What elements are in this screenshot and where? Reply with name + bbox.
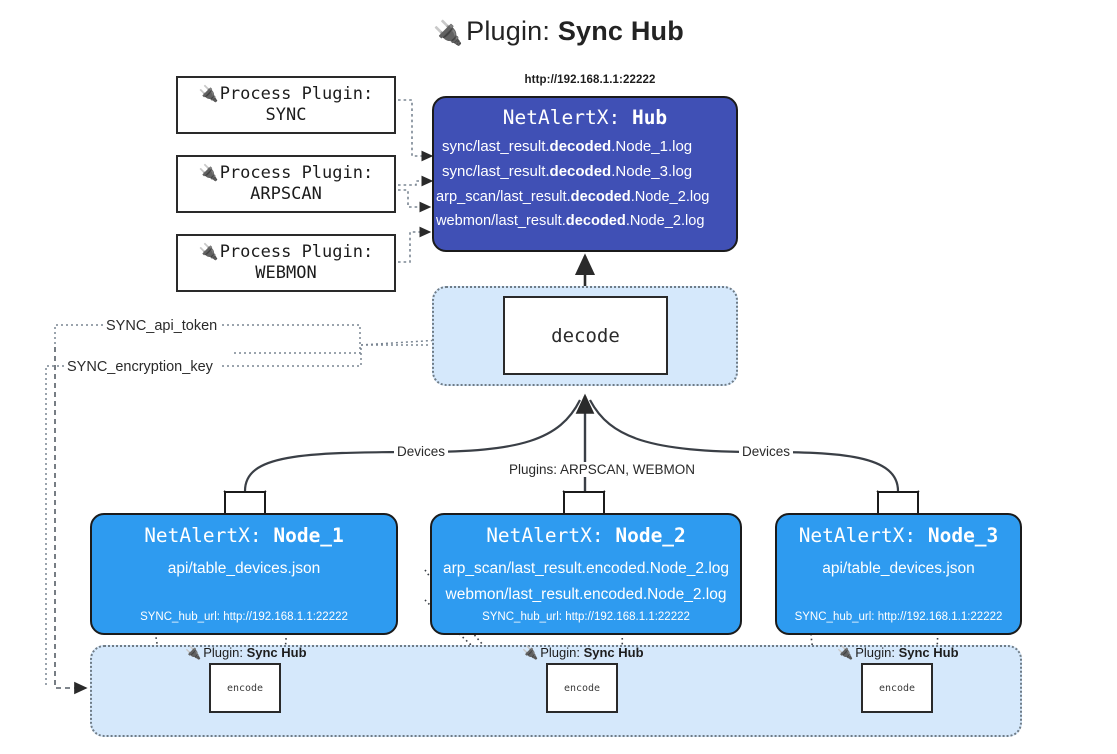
node-hub-url: SYNC_hub_url: http://192.168.1.1:22222 xyxy=(482,611,690,623)
node-line-list: api/table_devices.json xyxy=(777,557,1020,580)
bottom-plugin-label-1: 🔌Plugin: Sync Hub xyxy=(185,645,307,660)
node-line: arp_scan/last_result.encoded.Node_2.log xyxy=(442,560,730,577)
hub-url-label: http://192.168.1.1:22222 xyxy=(524,74,656,86)
hub-log-line: sync/last_result.decoded.Node_3.log xyxy=(442,163,693,181)
hub-log-list: sync/last_result.decoded.Node_1.log sync… xyxy=(434,135,736,233)
node-line: webmon/last_result.encoded.Node_2.log xyxy=(445,586,727,604)
node-hub-url: SYNC_hub_url: http://192.168.1.1:22222 xyxy=(140,611,348,623)
hub-title-name: Hub xyxy=(631,106,668,129)
plug-icon: 🔌 xyxy=(522,645,539,660)
node-line-list: api/table_devices.json xyxy=(92,557,396,580)
encode-box-1[interactable]: encode xyxy=(209,663,281,713)
node-line: api/table_devices.json xyxy=(167,560,321,577)
edge-label-plugins: Plugins: ARPSCAN, WEBMON xyxy=(506,462,699,477)
node-hub-url: SYNC_hub_url: http://192.168.1.1:22222 xyxy=(794,611,1003,623)
node-title-name: Node_3 xyxy=(927,524,999,547)
setting-api-token-label: SYNC_api_token xyxy=(103,318,221,334)
plug-icon: 🔌 xyxy=(185,645,202,660)
node-line: api/table_devices.json xyxy=(822,560,975,577)
plug-icon: 🔌 xyxy=(198,241,219,261)
process-plugin-label: Process Plugin: xyxy=(219,162,374,183)
node-title-name: Node_1 xyxy=(273,524,344,547)
setting-encryption-key-label: SYNC_encryption_key xyxy=(64,359,216,375)
hub-node[interactable]: NetAlertX: Hub sync/last_result.decoded.… xyxy=(432,96,738,252)
node-2[interactable]: NetAlertX: Node_2 arp_scan/last_result.e… xyxy=(430,513,742,635)
decode-box[interactable]: decode xyxy=(503,296,668,375)
page-title-prefix: Plugin: xyxy=(466,16,551,46)
encode-box-2[interactable]: encode xyxy=(546,663,618,713)
node-title: NetAlertX: Node_2 xyxy=(432,524,740,547)
edge-label-devices-right: Devices xyxy=(739,444,794,459)
process-plugin-label: Process Plugin: xyxy=(219,241,374,262)
process-plugin-sync[interactable]: 🔌Process Plugin: SYNC xyxy=(176,76,396,134)
plug-icon: 🔌 xyxy=(198,83,219,103)
plug-icon: 🔌 xyxy=(198,162,219,182)
page-title-name: Sync Hub xyxy=(557,16,684,46)
bottom-plugin-label-3: 🔌Plugin: Sync Hub xyxy=(837,645,959,660)
hub-log-line: sync/last_result.decoded.Node_1.log xyxy=(442,138,693,155)
hub-log-line: webmon/last_result.decoded.Node_2.log xyxy=(436,213,705,230)
bottom-plugin-label-2: 🔌Plugin: Sync Hub xyxy=(522,645,644,660)
plug-icon: 🔌 xyxy=(433,20,464,47)
node-title: NetAlertX: Node_1 xyxy=(92,524,396,547)
process-plugin-webmon[interactable]: 🔌Process Plugin: WEBMON xyxy=(176,234,396,292)
encode-box-3[interactable]: encode xyxy=(861,663,933,713)
page-title: 🔌Plugin: Sync Hub xyxy=(0,16,1117,47)
hub-log-line: arp_scan/last_result.decoded.Node_2.log xyxy=(436,188,710,205)
process-plugin-label: Process Plugin: xyxy=(219,83,374,104)
node-1[interactable]: NetAlertX: Node_1 api/table_devices.json… xyxy=(90,513,398,635)
node-title-prefix: NetAlertX: xyxy=(144,524,262,547)
hub-title: NetAlertX: Hub xyxy=(434,106,736,129)
hub-title-prefix: NetAlertX: xyxy=(502,106,621,129)
edge-label-devices-left: Devices xyxy=(394,444,449,459)
process-plugin-arpscan[interactable]: 🔌Process Plugin: ARPSCAN xyxy=(176,155,396,213)
process-plugin-name: SYNC xyxy=(265,105,307,125)
node-line-list: arp_scan/last_result.encoded.Node_2.log … xyxy=(432,557,740,607)
node-title-prefix: NetAlertX: xyxy=(798,524,917,547)
node-title-name: Node_2 xyxy=(615,524,686,547)
node-3[interactable]: NetAlertX: Node_3 api/table_devices.json… xyxy=(775,513,1022,635)
process-plugin-name: WEBMON xyxy=(255,263,317,283)
process-plugin-name: ARPSCAN xyxy=(250,184,322,204)
plug-icon: 🔌 xyxy=(837,645,854,660)
node-title-prefix: NetAlertX: xyxy=(486,524,604,547)
node-title: NetAlertX: Node_3 xyxy=(777,524,1020,547)
